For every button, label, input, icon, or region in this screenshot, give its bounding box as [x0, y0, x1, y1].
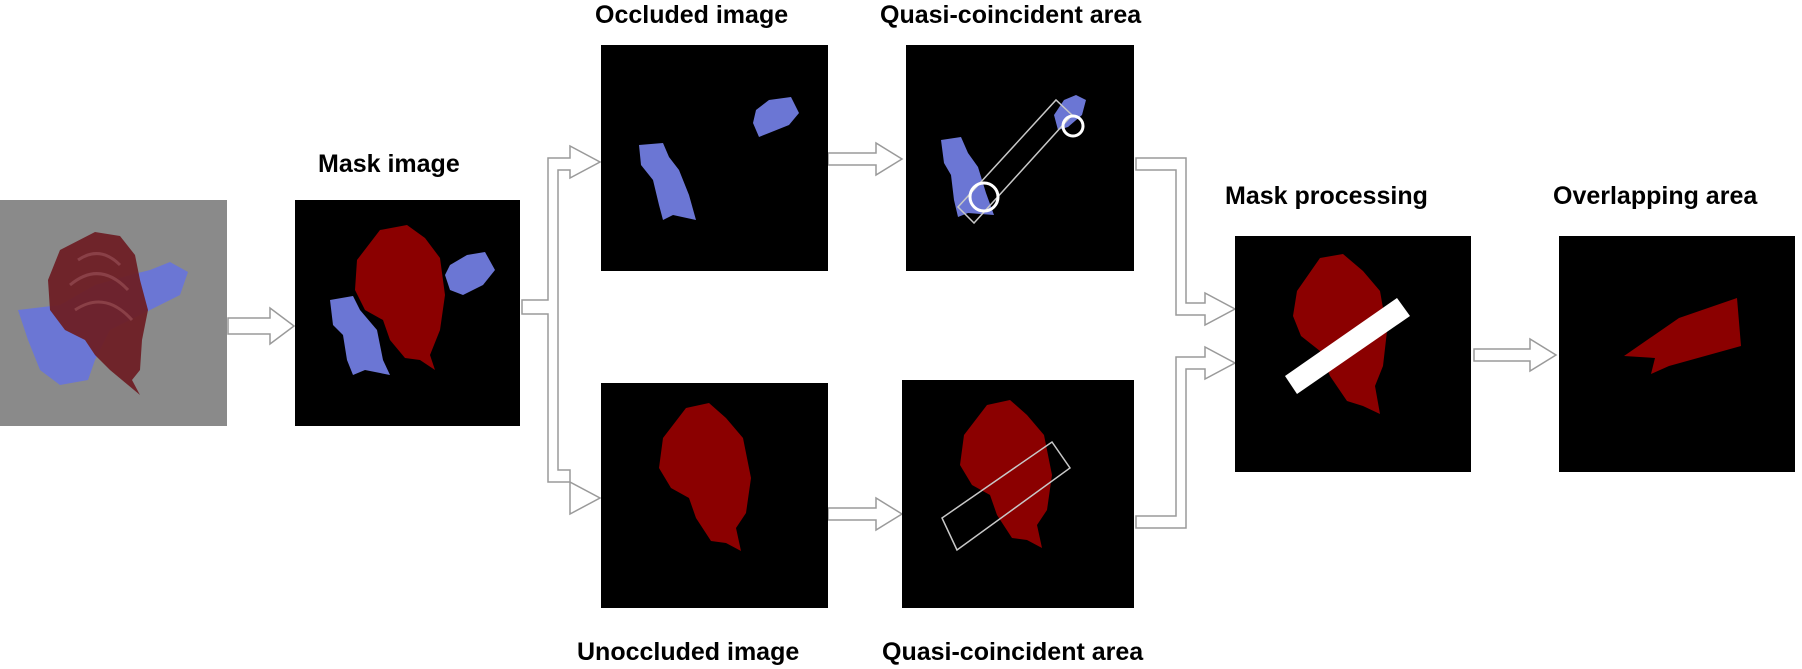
source-image — [0, 200, 227, 426]
occluded-image-label: Occluded image — [595, 1, 789, 29]
overlapping-area-label: Overlapping area — [1553, 182, 1758, 210]
unoccluded-image-panel — [601, 383, 828, 608]
overlapping-region — [1624, 298, 1741, 374]
arrow-quasi-bottom-to-processing — [1135, 345, 1237, 529]
quasi-coincident-top-label: Quasi-coincident area — [880, 1, 1142, 29]
occluded-image-panel — [601, 45, 828, 271]
quasi-coincident-bottom-panel — [902, 380, 1134, 608]
mask-image-label: Mask image — [318, 150, 460, 178]
arrow-source-to-mask — [227, 306, 296, 346]
processing-unoccluded — [1293, 254, 1387, 414]
mask-occluded-left — [330, 296, 390, 375]
mask-image-panel — [295, 200, 520, 426]
occluded-region-right — [753, 97, 799, 137]
quasi-top-rectangle — [956, 98, 1074, 225]
unoccluded-image-label: Unoccluded image — [577, 638, 800, 666]
mask-processing-label: Mask processing — [1225, 182, 1428, 210]
quasi-bottom-rectangle — [941, 440, 1072, 552]
arrow-unoccluded-to-quasi-bottom — [827, 496, 904, 532]
quasi-top-circle-small — [1061, 114, 1085, 138]
overlapping-area-panel — [1559, 236, 1795, 472]
split-connector — [521, 144, 602, 516]
processing-band — [1285, 298, 1410, 394]
quasi-top-circle-large — [968, 181, 1000, 213]
source-image-content — [18, 232, 188, 395]
mask-processing-panel — [1235, 236, 1471, 472]
quasi-coincident-top-panel — [906, 45, 1134, 271]
source-tissue-region — [48, 232, 148, 395]
arrow-occluded-to-quasi-top — [827, 141, 904, 177]
mask-unoccluded — [355, 225, 445, 370]
mask-occluded-right — [445, 252, 495, 295]
arrow-quasi-top-to-processing — [1135, 157, 1237, 327]
occluded-region-left — [639, 143, 696, 220]
unoccluded-region — [659, 403, 751, 551]
arrow-processing-to-overlapping — [1473, 337, 1558, 373]
quasi-top-occluded-left — [941, 137, 994, 217]
quasi-coincident-bottom-label: Quasi-coincident area — [882, 638, 1144, 666]
